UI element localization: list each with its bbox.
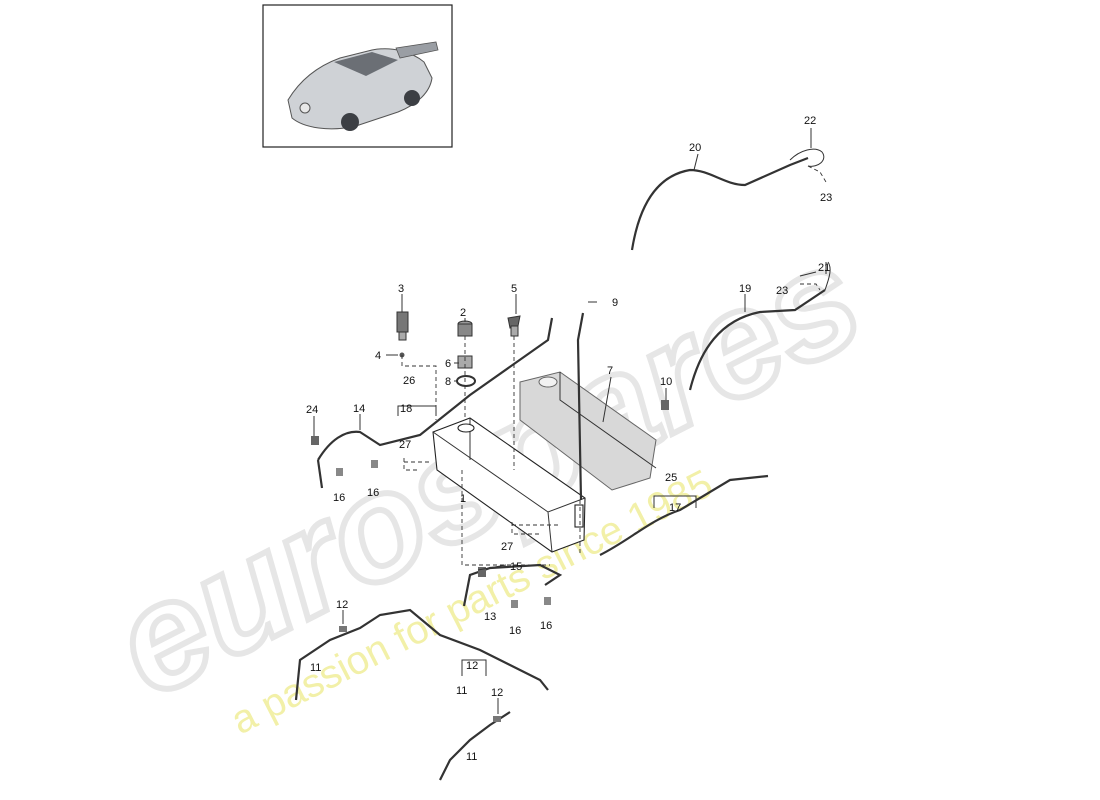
- hose-19[interactable]: [688, 289, 826, 391]
- label-23b: 23: [776, 285, 788, 297]
- label-14: 14: [353, 403, 365, 415]
- label-16a: 16: [333, 492, 345, 504]
- label-22: 22: [804, 115, 816, 127]
- clip-16b[interactable]: [371, 460, 378, 468]
- clip-10[interactable]: [661, 400, 669, 410]
- label-12a: 12: [336, 599, 348, 611]
- label-8: 8: [445, 376, 451, 388]
- seal-ring[interactable]: [456, 375, 476, 387]
- label-27a: 27: [399, 439, 411, 451]
- hose-22[interactable]: [789, 148, 825, 167]
- label-24: 24: [306, 404, 318, 416]
- label-16c: 16: [509, 625, 521, 637]
- clip-12c[interactable]: [493, 716, 501, 722]
- label-11a: 11: [310, 662, 321, 674]
- label-5: 5: [511, 283, 517, 295]
- label-2: 2: [460, 307, 466, 319]
- label-6: 6: [445, 358, 451, 370]
- label-3: 3: [398, 283, 404, 295]
- hose-14-end[interactable]: [316, 459, 324, 489]
- coolant-tank[interactable]: [432, 417, 586, 553]
- coolant-line-11-lower[interactable]: [439, 711, 511, 781]
- reference-lines: [401, 165, 827, 566]
- clip-24[interactable]: [311, 436, 319, 445]
- label-20: 20: [689, 142, 701, 154]
- vent-valve[interactable]: [507, 315, 521, 337]
- car-thumbnail[interactable]: [262, 4, 453, 148]
- label-9: 9: [612, 297, 618, 309]
- car-thumbnail-icon: [287, 41, 439, 131]
- label-4: 4: [375, 350, 381, 362]
- clip-13[interactable]: [478, 567, 486, 577]
- callout-labels: 3 4 2 5 6 8 9 7 10 20 22 23 21 23 19 26 …: [306, 115, 832, 763]
- hose-15[interactable]: [462, 563, 563, 607]
- label-16d: 16: [540, 620, 552, 632]
- hose-20[interactable]: [630, 156, 809, 251]
- label-26: 26: [403, 375, 415, 387]
- clip-16a[interactable]: [336, 468, 343, 476]
- label-18: 18: [400, 403, 412, 415]
- tank-cap[interactable]: [457, 320, 473, 337]
- clip-16d[interactable]: [544, 597, 551, 605]
- label-11b: 11: [456, 685, 467, 697]
- label-23a: 23: [820, 192, 832, 204]
- level-sensor[interactable]: [396, 311, 409, 341]
- vent-pipe[interactable]: [576, 312, 585, 501]
- label-25: 25: [665, 472, 677, 484]
- label-15: 15: [510, 561, 522, 573]
- label-11c: 11: [466, 751, 477, 763]
- label-21: 21: [818, 262, 830, 274]
- hose-14[interactable]: [317, 317, 554, 461]
- tank-insulation[interactable]: [519, 371, 657, 491]
- label-1: 1: [460, 493, 466, 505]
- label-12c: 12: [491, 687, 503, 699]
- label-13: 13: [484, 611, 496, 623]
- coolant-line-11[interactable]: [294, 608, 549, 701]
- hose-17[interactable]: [599, 474, 769, 556]
- label-10: 10: [660, 376, 672, 388]
- label-7: 7: [607, 365, 613, 377]
- label-27b: 27: [501, 541, 513, 553]
- clip-12a[interactable]: [339, 626, 347, 632]
- label-16b: 16: [367, 487, 379, 499]
- label-12b: 12: [466, 660, 478, 672]
- label-17: 17: [669, 502, 681, 514]
- leader-lines: [313, 128, 827, 714]
- clip-16c[interactable]: [511, 600, 518, 608]
- label-19: 19: [739, 283, 751, 295]
- hose-21[interactable]: [799, 261, 831, 291]
